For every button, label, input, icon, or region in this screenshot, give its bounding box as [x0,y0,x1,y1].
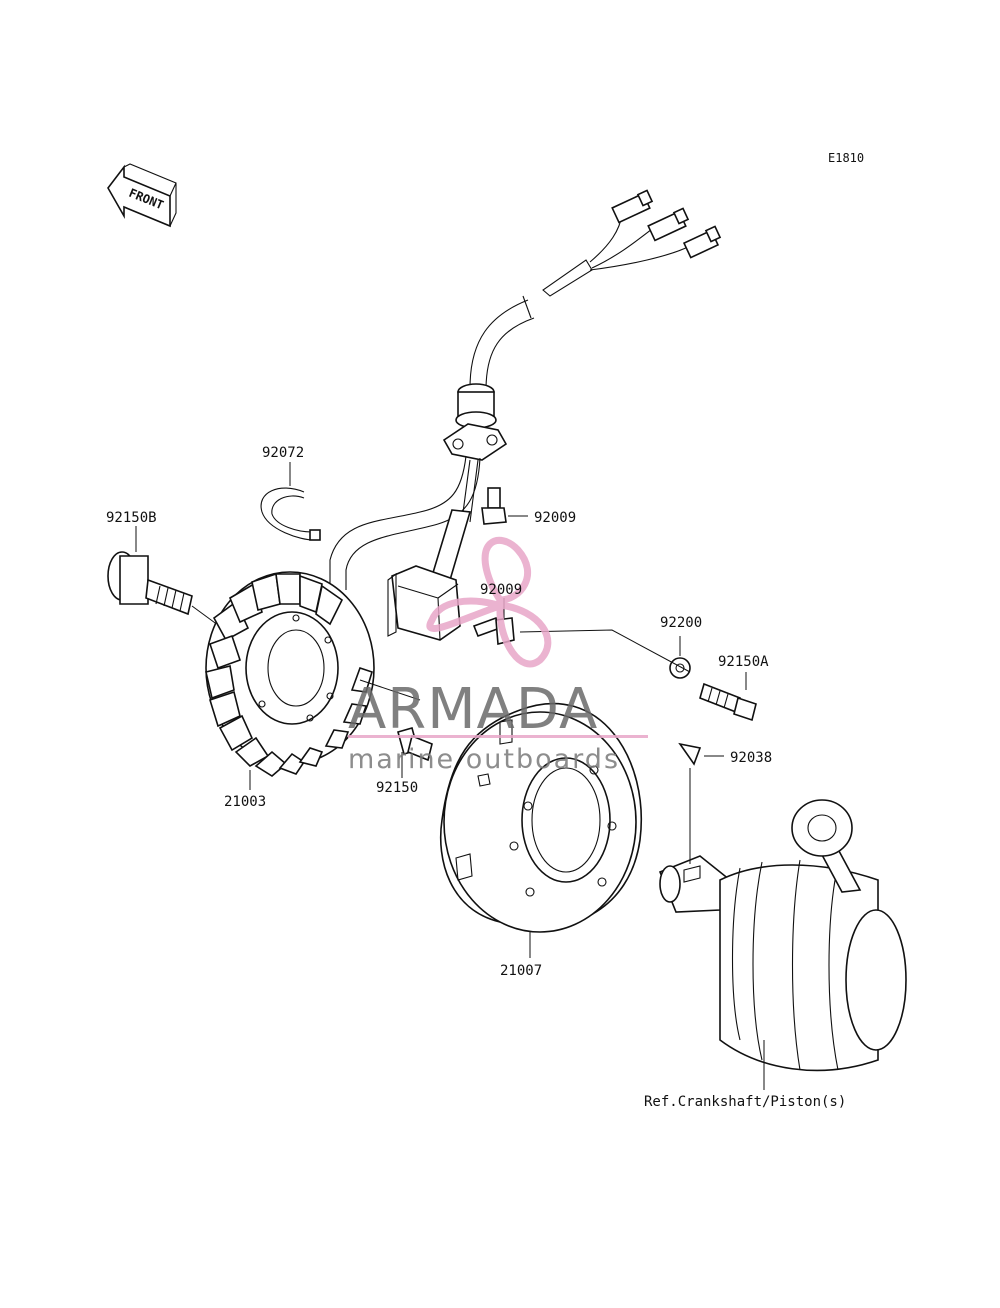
label-21003: 21003 [224,794,266,810]
clamp-92072 [260,462,321,541]
crankshaft [658,768,907,1090]
bolt-92150 [397,727,433,778]
label-92009-lower: 92009 [480,582,522,598]
watermark-brand: ARMADA [348,677,598,742]
label-92150b: 92150B [106,510,157,526]
washer-92200 [669,636,691,679]
watermark-tagline: marine outboards [348,744,620,775]
diagram-code: E1810 [828,151,864,165]
bolt-92150a [699,672,757,722]
flywheel-21007 [439,629,691,958]
propeller-logo-icon [426,537,552,668]
label-92150a: 92150A [718,654,769,670]
bolt-92009-upper [481,487,528,525]
connector-3 [682,225,722,259]
label-92200: 92200 [660,615,702,631]
stator-21003 [205,571,421,790]
label-reference: Ref.Crankshaft/Piston(s) [644,1094,846,1110]
wire-harness [329,189,722,590]
bolt-92150b [107,526,223,629]
watermark-divider [348,735,648,738]
label-21007: 21007 [500,963,542,979]
label-92150: 92150 [376,780,418,796]
key-92038 [678,742,724,766]
connector-2 [647,207,690,242]
label-92072: 92072 [262,445,304,461]
pickup-coil [387,565,461,641]
grommet [442,383,508,461]
label-92009-upper: 92009 [534,510,576,526]
connector-1 [611,189,654,224]
watermark: ARMADA marine outboards [348,537,648,775]
label-92038: 92038 [730,750,772,766]
front-arrow-icon: FRONT [107,163,177,228]
